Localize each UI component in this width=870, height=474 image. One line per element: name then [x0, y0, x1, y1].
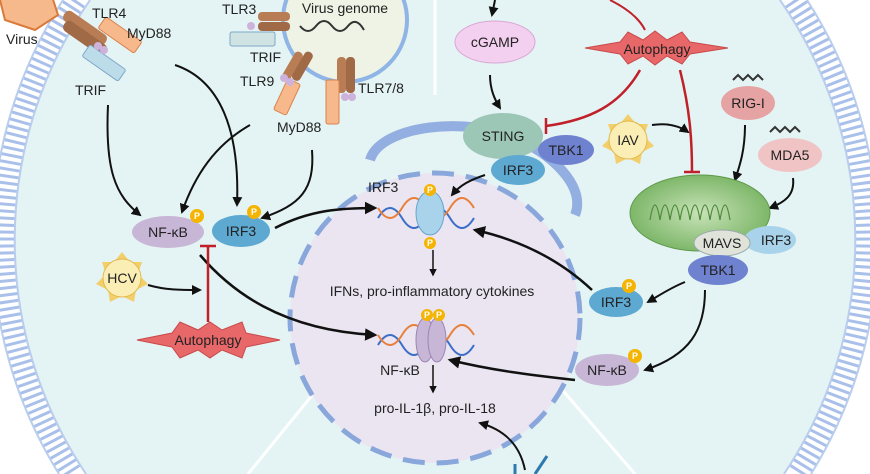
- hcv-label: HCV: [107, 270, 137, 286]
- arrow-tlr78-to-irf3: [260, 149, 314, 221]
- mda5: [758, 138, 822, 172]
- irf3-sting: [491, 155, 545, 185]
- arrow-hcv-to-autophagy: [147, 284, 202, 295]
- myd88-endo-label: MyD88: [277, 119, 322, 135]
- tlr4-label: TLR4: [92, 5, 126, 21]
- irf3-mavs-label: IRF3: [761, 232, 792, 248]
- arrow-endo-to-nfkb: [179, 124, 251, 214]
- nfkb-left-label: NF-κB: [148, 224, 188, 240]
- panel-divider: [556, 384, 637, 474]
- tbk1-mavs: [688, 255, 748, 285]
- cell-membrane: [0, 0, 86, 474]
- nfkb-right-label: NF-κB: [587, 362, 627, 378]
- arrow-nfkb-to-nucleus: [199, 254, 378, 341]
- phospho-label: P: [436, 310, 442, 320]
- irf3-left: [212, 215, 270, 247]
- tbk1-sting-label: TBK1: [548, 142, 583, 158]
- irf3-sting-label: IRF3: [503, 162, 534, 178]
- irf3-mavs: [744, 226, 796, 254]
- nfkb-left: [132, 216, 204, 248]
- virus-genome-strand: [299, 20, 365, 32]
- arrow-myd88-to-irf3: [174, 64, 243, 207]
- phospho-badge: [190, 209, 204, 223]
- autophagy-star-left: [136, 321, 281, 359]
- iav-virus-icon: [602, 114, 654, 164]
- arrow-nfkb-right-to-nucleus: [447, 356, 576, 382]
- virus-genome-label: Virus genome: [302, 0, 388, 16]
- autophagy-left-label: Autophagy: [175, 332, 242, 348]
- hcv-virus-icon: [96, 252, 148, 302]
- irf3-right-label: IRF3: [601, 294, 632, 310]
- ifns-output-label: IFNs, pro-inflammatory cytokines: [330, 283, 535, 299]
- tlr9-receptor: [273, 51, 313, 116]
- tlr4-receptor: [63, 10, 142, 82]
- tlr78-label: TLR7/8: [358, 80, 404, 96]
- tlr9-label: TLR9: [240, 73, 274, 89]
- ligand-icon: [513, 455, 549, 474]
- phospho-badge: [247, 205, 261, 219]
- rna-icon: [732, 73, 764, 82]
- panel-divider: [246, 387, 320, 474]
- cgamp: [454, 20, 536, 64]
- mda5-label: MDA5: [771, 147, 810, 163]
- phospho-label: P: [424, 310, 430, 320]
- tbk1-sting: [538, 135, 594, 165]
- sting-label: STING: [482, 128, 525, 144]
- autophagy-star-right: [584, 30, 729, 66]
- phospho-label: P: [194, 211, 200, 221]
- trif-label: TRIF: [75, 82, 106, 98]
- inhibit-sting: [544, 69, 642, 134]
- autophagy-right-label: Autophagy: [624, 41, 691, 57]
- inhibit-mitochondria: [678, 69, 700, 174]
- phospho-label: P: [626, 281, 632, 291]
- trif-endo-label: TRIF: [250, 49, 281, 65]
- arrow-trif-to-nfkb: [106, 104, 142, 217]
- arrow-irf3-right-to-nucleus: [472, 226, 593, 291]
- nfkb-nucleus-label: NF-κB: [380, 362, 420, 378]
- tbk1-mavs-label: TBK1: [700, 262, 735, 278]
- irf3-left-label: IRF3: [226, 223, 257, 239]
- rig-i-label: RIG-I: [731, 95, 764, 111]
- virus-particle: [0, 0, 60, 32]
- pro-il-output-label: pro-IL-1β, pro-IL-18: [374, 400, 496, 416]
- irf3-right: [589, 287, 643, 317]
- tlr3-label: TLR3: [222, 1, 256, 17]
- phospho-label: P: [427, 185, 433, 195]
- iav-label: IAV: [617, 132, 639, 148]
- myd88-label: MyD88: [127, 25, 172, 41]
- nfkb-right: [575, 354, 639, 386]
- tlr78-receptor: [325, 57, 356, 125]
- cell-membrane: [784, 0, 870, 474]
- phospho-label: P: [251, 207, 257, 217]
- tlr3-receptor: [229, 12, 290, 47]
- phospho-label: P: [632, 351, 638, 361]
- phospho-label: P: [427, 238, 433, 248]
- arrow-irf3-to-nucleus: [274, 201, 378, 230]
- irf3-nucleus-label: IRF3: [368, 179, 399, 195]
- rna-icon: [769, 125, 801, 134]
- cgamp-label: cGAMP: [471, 34, 519, 50]
- rig-i: [721, 86, 775, 120]
- mavs-label: MAVS: [703, 235, 742, 251]
- virus-label: Virus: [6, 31, 38, 47]
- irf3-dimer-nucleus: [415, 190, 445, 236]
- sting: [463, 113, 543, 159]
- inhibit-autophagy-left: [200, 244, 216, 322]
